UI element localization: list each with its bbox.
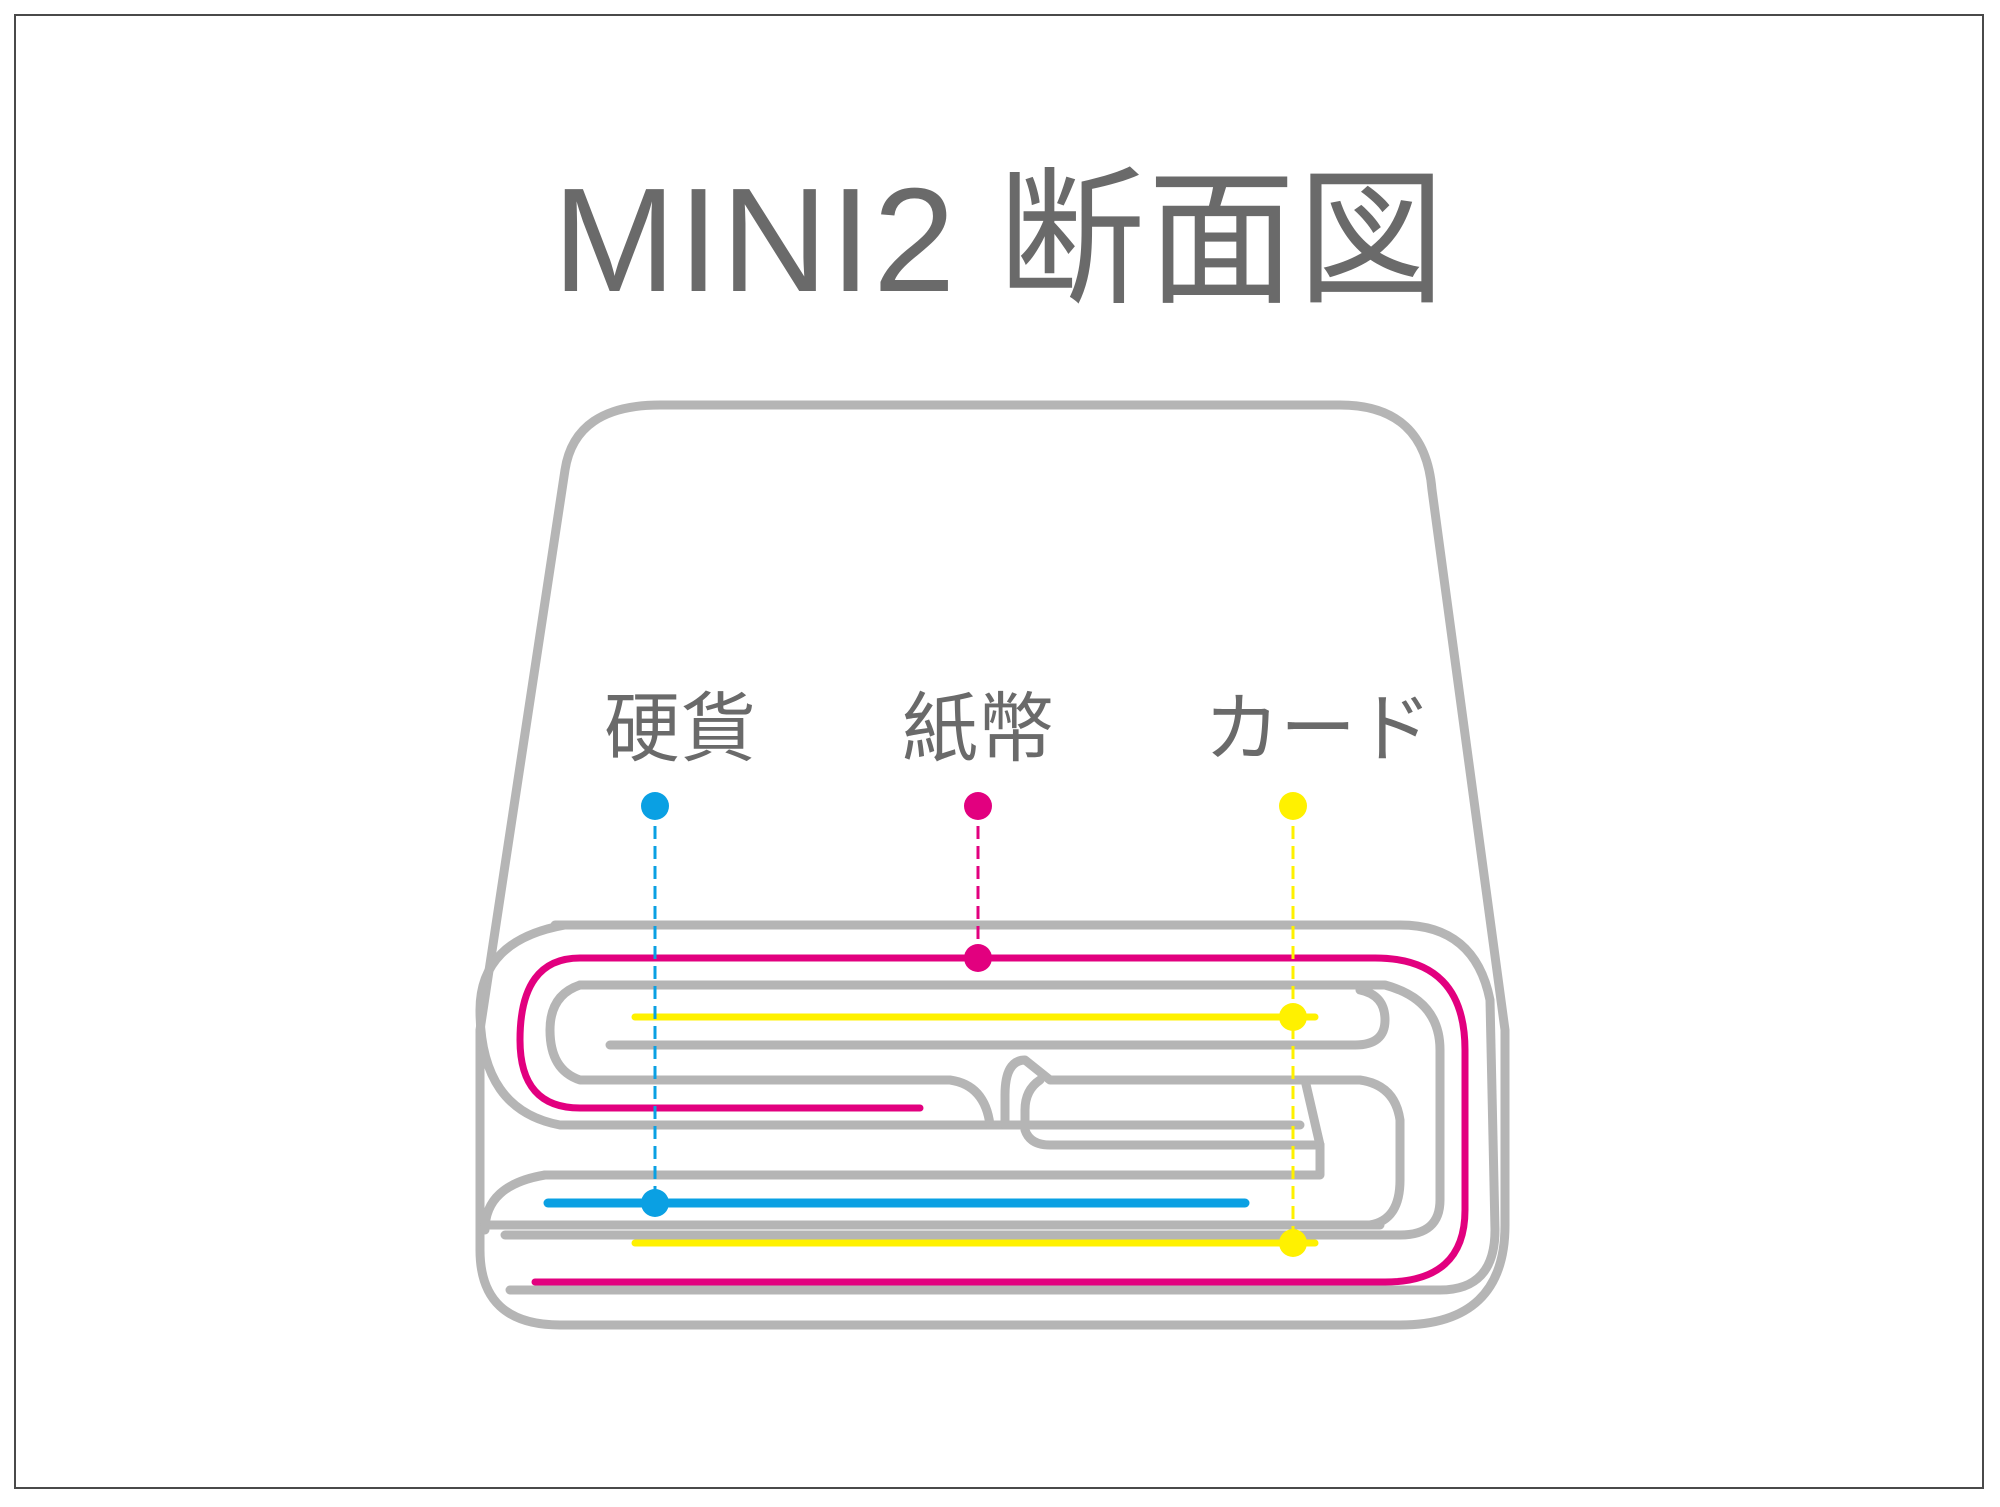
card-slot-inner (1020, 1075, 1325, 1150)
label-cards: カード (1204, 684, 1432, 773)
label-bills: 紙幣 (902, 684, 1054, 773)
bills-target-dot (964, 944, 992, 972)
upper-fold-outline (475, 920, 1305, 1130)
inner-fold-middle (545, 980, 995, 1130)
coins-target-dot (641, 1189, 669, 1217)
lower-pocket-top (540, 1140, 1325, 1180)
wallet-shell-outline (475, 400, 1510, 1330)
label-coins: 硬貨 (604, 684, 756, 773)
inner-fold-lower (605, 985, 1390, 1050)
title-model: MINI2 (552, 158, 958, 323)
upper-pocket-outline (505, 920, 1500, 1295)
card-slot-outline (1000, 1055, 1405, 1230)
cards-target-dot-upper (1279, 1003, 1307, 1031)
cards-target-dot-lower (1279, 1229, 1307, 1257)
card-wedge (1300, 1075, 1325, 1150)
inner-fold-top (500, 980, 1445, 1240)
coins-marker-dot (641, 792, 669, 820)
bills-marker-dot (964, 792, 992, 820)
cards-marker-dot (1279, 792, 1307, 820)
lower-pocket-curve (480, 1170, 550, 1235)
bill-line-upper (516, 954, 1469, 1286)
title-subtitle: 断面図 (997, 154, 1448, 326)
